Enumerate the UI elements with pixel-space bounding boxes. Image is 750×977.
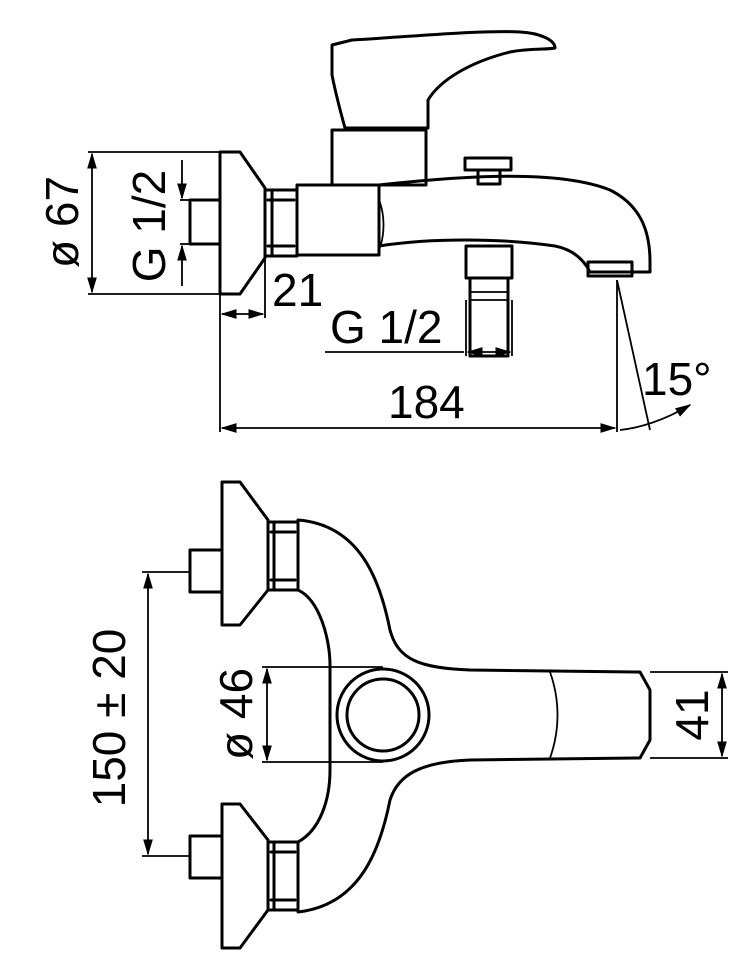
dim-angle: 15° [642, 353, 712, 405]
side-view: ø 67 G 1/2 21 G 1/2 184 15° [36, 30, 712, 433]
dim-spout-width: 41 [666, 689, 718, 740]
diverter-knob [463, 156, 513, 172]
dim-outlet-thread: G 1/2 [330, 301, 443, 353]
shower-outlet [464, 244, 514, 280]
dim-centers: 150 ± 20 [83, 629, 135, 808]
dim-body-diameter: ø 46 [210, 668, 262, 760]
dim-depth: 21 [272, 264, 323, 316]
coupling-nut [263, 188, 299, 258]
cartridge [330, 128, 428, 187]
top-view: 150 ± 20 ø 46 41 [83, 480, 728, 950]
top-flange-upper [220, 480, 270, 627]
dim-length: 184 [388, 376, 465, 428]
cartridge-inner-ring [345, 677, 421, 753]
top-body [296, 518, 652, 914]
inlet-stub [188, 198, 222, 246]
aerator [586, 260, 634, 278]
lever-handle [330, 30, 557, 130]
dim-flange-diameter: ø 67 [36, 176, 88, 268]
top-nut-lower [266, 840, 300, 912]
cartridge-outer-ring [335, 667, 431, 763]
wall-flange [218, 150, 267, 296]
top-nut-upper [266, 520, 300, 592]
spout [377, 174, 652, 274]
dim-inlet-thread: G 1/2 [123, 170, 175, 283]
top-flange-lower [220, 802, 270, 950]
body [295, 183, 381, 257]
